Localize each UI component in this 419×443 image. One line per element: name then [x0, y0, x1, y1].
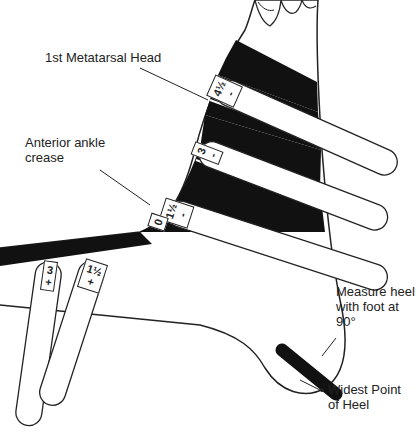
leader-lines [100, 68, 336, 390]
bullet-dot [320, 388, 324, 392]
tab-number: 0 [151, 217, 164, 227]
callout-label: 1st Metatarsal Head [45, 50, 195, 65]
toenail [258, 2, 274, 11]
callout-label: Measure heel with foot at 90° [336, 284, 416, 329]
callout-label: Widest Point of Heel [328, 382, 412, 412]
strap-tabs [14, 76, 401, 427]
tab-number: 3 [195, 146, 208, 156]
heel-strap [282, 350, 336, 394]
tab-number: 3 [46, 264, 54, 277]
tab-sign: + [44, 276, 52, 289]
callout-label: Anterior ankle crease [25, 135, 125, 165]
tab-sign: - [206, 150, 219, 160]
toe-lines [255, 0, 316, 26]
